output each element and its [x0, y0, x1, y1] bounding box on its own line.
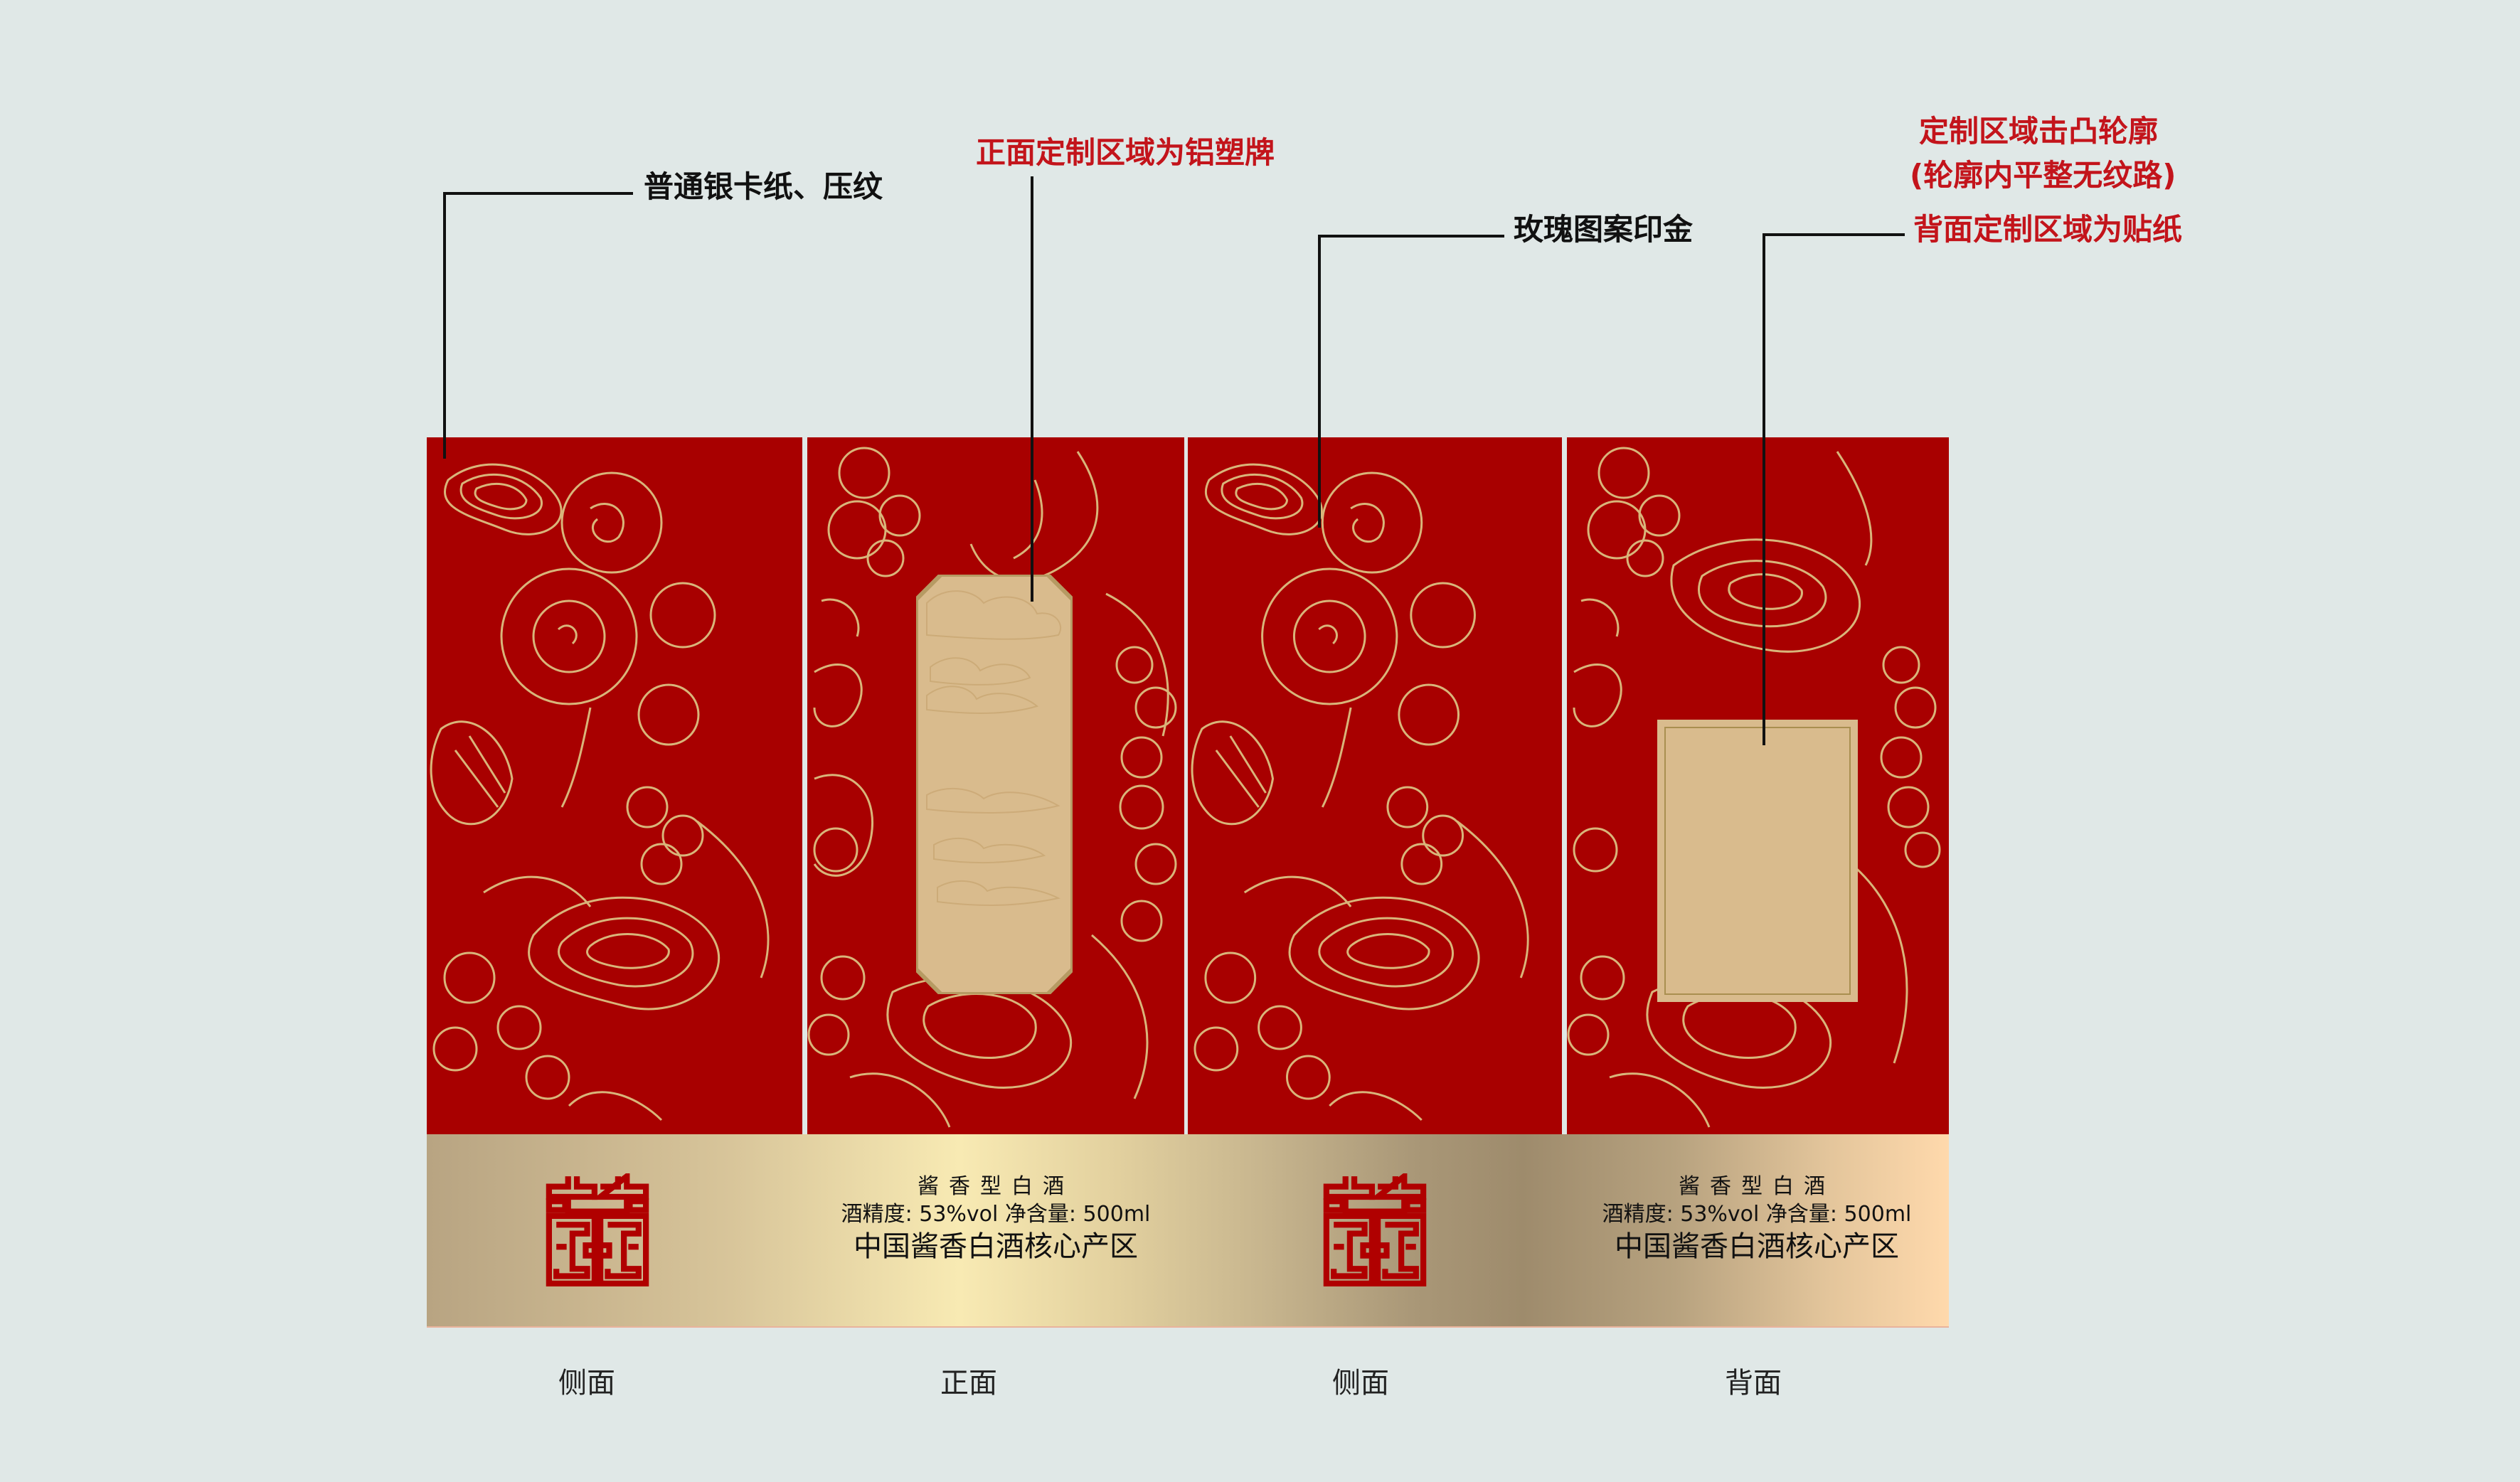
- rose-pattern-icon: [1191, 463, 1529, 1121]
- sticker-border: [1664, 727, 1851, 995]
- liquor-spec: 酒精度: 53%vol 净含量: 500ml: [841, 1202, 1151, 1227]
- face-label-back: 背面: [1725, 1367, 1782, 1400]
- face-label-side-left: 侧面: [558, 1367, 615, 1400]
- rose-pattern-icon: [430, 463, 770, 1121]
- callout-rose-gold: 玫瑰图案印金: [1514, 212, 1694, 247]
- liquor-origin: 中国酱香白酒核心产区: [1615, 1230, 1899, 1263]
- liquor-type: 酱香型白酒: [1679, 1174, 1835, 1199]
- fold-line: [802, 437, 807, 1134]
- back-custom-sticker[interactable]: [1657, 720, 1858, 1002]
- callout-back-custom: 背面定制区域为贴纸: [1913, 212, 2183, 247]
- gold-label-band: [427, 1134, 1949, 1328]
- liquor-origin: 中国酱香白酒核心产区: [854, 1230, 1138, 1263]
- leader-line-back: [1763, 233, 1765, 745]
- panel-side-right: [1188, 437, 1562, 1134]
- leader-line-paper: [443, 192, 633, 195]
- double-happiness-icon: [1323, 1173, 1427, 1286]
- callout-emboss-line2: (轮廓内平整无纹路): [1910, 158, 2176, 193]
- callout-front-custom: 正面定制区域为铝塑牌: [976, 135, 1275, 170]
- front-label-text: 酱香型白酒 酒精度: 53%vol 净含量: 500ml 中国酱香白酒核心产区: [839, 1173, 1152, 1264]
- face-label-front: 正面: [940, 1367, 997, 1400]
- fold-line: [1184, 437, 1188, 1134]
- leader-line-front: [1031, 176, 1033, 602]
- back-label-text: 酱香型白酒 酒精度: 53%vol 净含量: 500ml 中国酱香白酒核心产区: [1600, 1173, 1913, 1264]
- liquor-spec: 酒精度: 53%vol 净含量: 500ml: [1602, 1202, 1912, 1227]
- leader-line-rose: [1318, 235, 1321, 528]
- liquor-type: 酱香型白酒: [918, 1174, 1074, 1199]
- panel-front: [807, 437, 1184, 1134]
- callout-emboss-line1: 定制区域击凸轮廓: [1919, 114, 2159, 149]
- rose-pattern-icon: [807, 447, 1177, 1128]
- callout-paper: 普通银卡纸、压纹: [644, 169, 883, 204]
- leader-line-paper: [443, 192, 446, 459]
- double-happiness-icon: [546, 1173, 649, 1286]
- leader-line-back: [1763, 233, 1905, 236]
- face-label-side-right: 侧面: [1332, 1367, 1389, 1400]
- panel-side-left: [427, 437, 802, 1134]
- leader-line-rose: [1318, 235, 1504, 238]
- front-custom-plaque[interactable]: [916, 575, 1073, 994]
- panel-back: [1567, 437, 1949, 1134]
- fold-line: [1562, 437, 1567, 1134]
